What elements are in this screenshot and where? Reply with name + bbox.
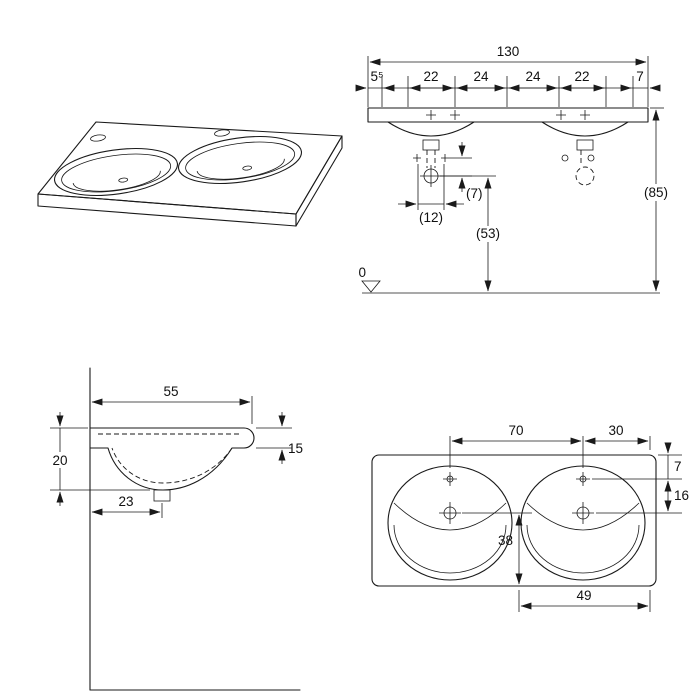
dimension-label: (7) [466, 186, 483, 201]
dim-drain-to-front: 38 [462, 512, 532, 585]
dim-total-height: (85) [639, 107, 673, 292]
dim-front-height: 15 [256, 412, 303, 464]
dimension-label: 24 [525, 69, 541, 84]
right-basin-underside [541, 121, 629, 137]
basin-inner-rim [185, 141, 296, 181]
left-basin [387, 465, 513, 581]
basin-outer-rim [53, 148, 179, 196]
dim-tap-spacing: 70 [449, 423, 584, 468]
dimension-label: 7 [636, 69, 644, 84]
dimension-label: 130 [497, 44, 520, 59]
side-section-view: 55 20 15 23 [46, 367, 303, 691]
fixing-hole-icon [441, 154, 449, 162]
tap-hole-icon [580, 110, 590, 120]
dimension-label: 55 [163, 384, 178, 399]
countertop-outline [371, 454, 657, 587]
dim-depth: 55 [91, 384, 253, 424]
dim-total-width: 130 [369, 44, 647, 66]
drain-icon [439, 502, 461, 524]
basin-shelf-line [526, 502, 640, 531]
fixing-hole-icon [587, 154, 595, 162]
drain-fitting [422, 139, 440, 151]
dimension-label: 22 [423, 69, 438, 84]
hidden-drain-lines [426, 150, 436, 168]
dim-tap-to-drain: 16 [596, 480, 689, 514]
trap-connection-hidden-icon [575, 166, 595, 186]
drain-icon [572, 502, 594, 524]
fixing-hole-icon [413, 154, 421, 162]
basin-inner-rim [61, 153, 172, 193]
drain-fitting [576, 139, 594, 151]
dim-tap-to-edge: 30 [584, 423, 651, 450]
basin-bowl-line [526, 524, 640, 574]
dimension-label: 24 [473, 69, 489, 84]
dim-span1: 22 [409, 69, 454, 92]
dimension-label: 16 [674, 488, 689, 503]
dimension-label: 5⁵ [370, 69, 383, 84]
tap-hole-icon [214, 129, 230, 137]
dim-drain-width: (12) [398, 164, 464, 225]
dimension-label: (12) [419, 210, 443, 225]
dim-span4: 22 [560, 69, 605, 92]
dimension-label: 38 [498, 533, 513, 548]
countertop-profile [367, 107, 649, 123]
plan-view: 70 30 7 16 38 [371, 423, 689, 612]
right-drain-assembly [561, 139, 595, 186]
dim-overflow-offset: (7) [440, 142, 483, 201]
drain-icon [242, 165, 253, 171]
dimension-label: 23 [118, 494, 133, 509]
dim-span3: 24 [508, 69, 558, 92]
dim-left-offset: 5⁵ [355, 69, 395, 92]
level-marker-icon [361, 280, 381, 293]
countertop-top-face [37, 121, 343, 227]
dimension-label: 0 [358, 265, 366, 280]
basin-bowl-line [196, 158, 285, 180]
right-basin [520, 465, 646, 581]
basin-bowl-line [72, 170, 161, 192]
tap-hole-icon [556, 110, 566, 120]
dim-edge-to-tap: 7 [592, 442, 682, 480]
basin-bowl-line [393, 524, 507, 574]
dim-right-offset: 7 [620, 69, 661, 92]
tap-hole-icon [90, 134, 106, 142]
basin-section-profile [89, 427, 255, 491]
basin-outer-rim [177, 136, 303, 184]
dimension-label: 22 [574, 69, 589, 84]
dim-basin-height: 20 [46, 412, 150, 506]
chain-extension-lines [367, 56, 649, 107]
tap-hole-icon [450, 110, 460, 120]
floor-reference: 0 [358, 265, 660, 294]
dimension-label: 49 [576, 588, 591, 603]
dimension-label: 70 [508, 423, 523, 438]
countertop-front-face [37, 193, 297, 227]
left-basin-underside [387, 121, 475, 137]
left-drain-assembly [413, 139, 449, 187]
drain-icon [118, 177, 129, 183]
dim-drain-distance: 23 [91, 494, 163, 518]
tap-hole-icon [443, 472, 457, 486]
hidden-bowl-line [111, 447, 233, 484]
dimension-label: 7 [674, 459, 682, 474]
dimension-label: 20 [52, 453, 67, 468]
front-elevation-view: 130 5⁵ 22 24 24 22 [355, 44, 673, 294]
dim-drain-height: (53) [440, 175, 506, 292]
right-basin [177, 136, 303, 184]
tap-hole-icon [426, 110, 436, 120]
perspective-view [37, 121, 343, 227]
fixing-hole-icon [561, 154, 569, 162]
dim-drain-to-edge: 49 [518, 588, 651, 612]
left-basin [53, 148, 179, 196]
tap-hole-icon [576, 472, 590, 486]
drain-fitting [153, 489, 171, 502]
dim-span2: 24 [456, 69, 506, 92]
dimension-label: 30 [608, 423, 623, 438]
tap-hole-icons [426, 110, 590, 120]
trap-cross-icon [420, 165, 442, 187]
dimension-label: 15 [288, 441, 303, 456]
basin-shelf-line [393, 502, 507, 531]
dimension-label: (85) [644, 185, 668, 200]
countertop-side-face [295, 135, 343, 227]
dimension-label: (53) [476, 226, 500, 241]
